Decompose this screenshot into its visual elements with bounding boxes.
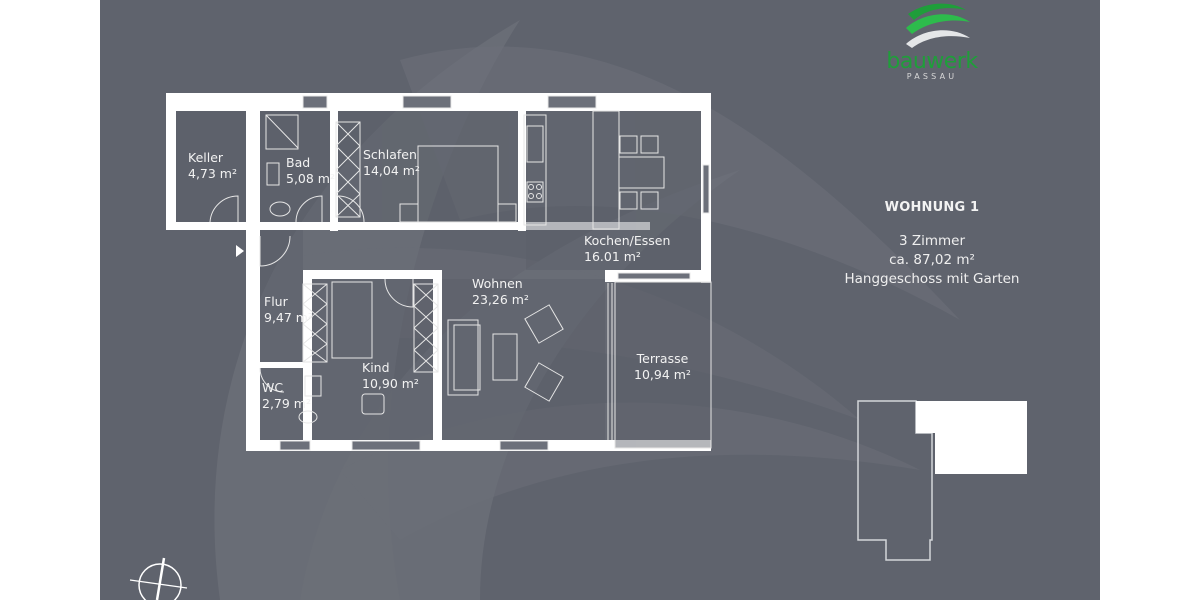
unit-info: 3 Zimmer ca. 87,02 m² Hanggeschoss mit G… [827,232,1037,289]
entrance-arrow-icon [236,245,244,257]
north-compass-icon [129,557,188,600]
site-key-plan [857,400,1027,561]
unit-floor: Hanggeschoss mit Garten [844,271,1020,287]
logo-wordmark: bauwerk [886,49,978,74]
logo-subtitle: PASSAU [906,72,958,81]
bauwerk-logo-icon [906,3,970,48]
unit-rooms-count: 3 Zimmer [898,233,966,249]
floorplan-panel: bauwerk PASSAU [100,0,1100,600]
unit-title: WOHNUNG 1 [884,200,980,215]
unit-highlight [916,401,1027,474]
unit-area: ca. 87,02 m² [889,252,975,268]
floorplan-drawing [166,93,712,451]
